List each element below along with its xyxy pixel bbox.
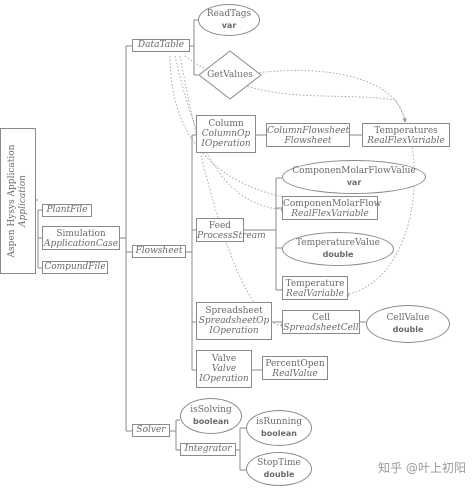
get-values-label: GetValues xyxy=(207,70,253,80)
temperature-value-node: TemperatureValue double xyxy=(282,232,394,266)
cell-type: SpreadsheetCell xyxy=(283,323,359,333)
percent-open-name: PercentOpen xyxy=(265,359,325,369)
simulation-box: Simulation ApplicationCase xyxy=(42,226,120,250)
compund-file-label: CompundFile xyxy=(44,262,106,272)
cell-value-node: CellValue double xyxy=(366,305,450,343)
column-box: Column ColumnOp IOperation xyxy=(196,115,256,153)
component-molar-flow-type: RealFlexVariable xyxy=(291,209,369,219)
read-tags-type: var xyxy=(221,21,237,30)
simulation-name: Simulation xyxy=(56,229,106,239)
percent-open-type: RealValue xyxy=(272,369,318,379)
temperatures-name: Temperatures xyxy=(374,126,438,136)
is-solving-name: isSolving xyxy=(190,405,232,415)
temperatures-type: RealFlexVariable xyxy=(367,136,445,146)
valve-name: Valve xyxy=(211,354,237,364)
is-running-name: isRunning xyxy=(255,417,303,427)
column-type2: IOperation xyxy=(201,139,251,149)
is-solving-type: boolean xyxy=(193,417,229,426)
feed-type: ProcessStream xyxy=(197,231,266,241)
column-type1: ColumnOp xyxy=(201,129,251,139)
feed-box: Feed ProcessStream xyxy=(196,218,266,242)
compund-file-box: CompundFile xyxy=(42,261,108,274)
get-values-diamond xyxy=(198,50,262,100)
temperatures-box: Temperatures RealFlexVariable xyxy=(362,123,450,147)
spreadsheet-type1: SpreadsheetOp xyxy=(198,316,270,326)
cell-value-type: double xyxy=(392,325,424,334)
cell-box: Cell SpreadsheetCell xyxy=(282,310,360,334)
root-application-box: Aspen Hysys Application Application xyxy=(0,128,36,274)
solver-label: Solver xyxy=(136,425,166,435)
valve-type2: IOperation xyxy=(199,374,249,384)
simulation-type: ApplicationCase xyxy=(43,239,119,249)
integrator-label: Integrator xyxy=(184,444,232,454)
flowsheet-label: Flowsheet xyxy=(135,246,183,256)
stop-time-name: StopTime xyxy=(257,458,301,468)
is-running-node: isRunning boolean xyxy=(246,410,312,446)
column-name: Column xyxy=(208,119,244,129)
read-tags-name: ReadTags xyxy=(206,9,252,19)
component-molar-flow-name: ComponenMolarFlow xyxy=(283,199,382,209)
stop-time-node: StopTime double xyxy=(246,452,312,486)
flowsheet-box: Flowsheet xyxy=(132,245,186,258)
feed-name: Feed xyxy=(208,221,232,231)
plant-file-box: PlantFile xyxy=(42,204,92,217)
solver-box: Solver xyxy=(132,424,170,437)
data-table-box: DataTable xyxy=(132,39,190,52)
data-table-label: DataTable xyxy=(137,40,185,50)
spreadsheet-box: Spreadsheet SpreadsheetOp IOperation xyxy=(196,302,272,340)
is-solving-node: isSolving boolean xyxy=(180,398,242,434)
component-molar-flow-value-node: ComponenMolarFlowValue var xyxy=(282,160,426,194)
component-molar-flow-value-type: var xyxy=(346,178,362,187)
plant-file-label: PlantFile xyxy=(46,205,88,215)
temperature-value-name: TemperatureValue xyxy=(295,238,380,248)
root-title: Aspen Hysys Application xyxy=(7,144,17,258)
percent-open-box: PercentOpen RealValue xyxy=(262,356,328,380)
is-running-type: boolean xyxy=(261,429,297,438)
cell-name: Cell xyxy=(312,313,330,323)
column-flowsheet-name: ColumnFlowsheet xyxy=(267,126,350,136)
temperature-name: Temperature xyxy=(285,279,345,289)
component-molar-flow-value-name: ComponenMolarFlowValue xyxy=(292,166,416,176)
temperature-value-type: double xyxy=(322,250,354,259)
read-tags-node: ReadTags var xyxy=(198,4,260,36)
watermark: 知乎 @叶上初阳 xyxy=(378,461,466,475)
temperature-box: Temperature RealVariable xyxy=(282,276,348,300)
valve-type1: Valve xyxy=(211,364,237,374)
component-molar-flow-box: ComponenMolarFlow RealFlexVariable xyxy=(282,196,382,220)
column-flowsheet-box: ColumnFlowsheet Flowsheet xyxy=(266,123,350,147)
column-flowsheet-type: Flowsheet xyxy=(284,136,332,146)
root-type: Application xyxy=(18,175,28,227)
stop-time-type: double xyxy=(263,470,295,479)
spreadsheet-type2: IOperation xyxy=(209,326,259,336)
integrator-box: Integrator xyxy=(180,443,236,456)
spreadsheet-name: Spreadsheet xyxy=(205,306,263,316)
cell-value-name: CellValue xyxy=(386,313,430,323)
valve-box: Valve Valve IOperation xyxy=(196,350,252,388)
temperature-type: RealVariable xyxy=(286,289,344,299)
